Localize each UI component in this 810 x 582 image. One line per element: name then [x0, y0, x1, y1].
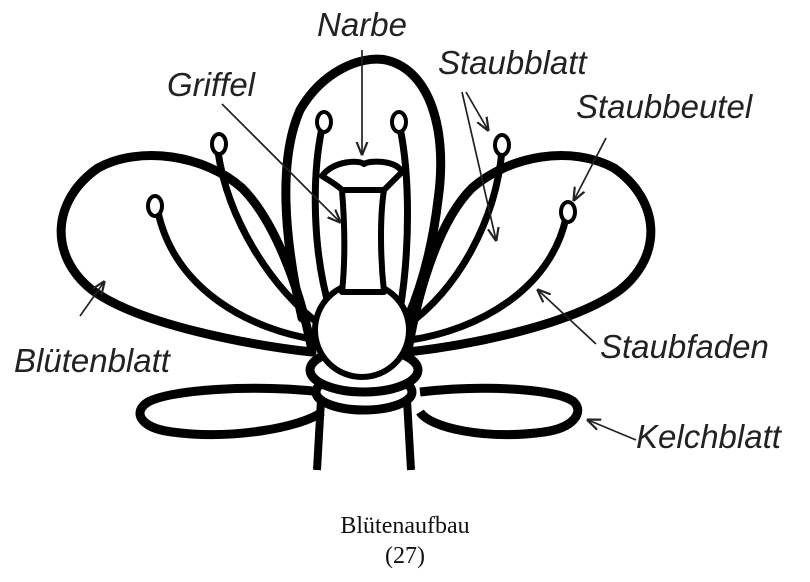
stigma — [322, 162, 402, 190]
label-staubfaden: Staubfaden — [600, 328, 769, 365]
sepal-left — [140, 388, 322, 434]
label-bluetenblatt: Blütenblatt — [14, 342, 172, 379]
pointer-staubfaden — [538, 290, 596, 344]
label-griffel: Griffel — [167, 66, 257, 103]
figure-number: (27) — [0, 542, 810, 570]
label-staubblatt: Staubblatt — [438, 44, 588, 81]
flower-diagram: Narbe Griffel Staubblatt Staubbeutel Blü… — [0, 0, 810, 510]
style — [342, 190, 384, 292]
ovary — [315, 283, 409, 377]
label-kelchblatt: Kelchblatt — [636, 418, 783, 455]
filament — [315, 128, 330, 310]
anther — [212, 134, 226, 154]
figure-caption: Blütenaufbau — [0, 512, 810, 540]
anther — [148, 196, 162, 216]
anther — [495, 135, 509, 155]
sepal-right — [420, 388, 578, 434]
pointer-kelchblatt — [588, 420, 636, 440]
pointer-staubbeutel — [574, 138, 606, 200]
label-narbe: Narbe — [317, 6, 407, 43]
anther — [392, 112, 406, 132]
petal-right — [408, 156, 651, 352]
petal-left — [61, 156, 312, 352]
filament — [400, 128, 408, 310]
pistil — [315, 162, 409, 377]
label-staubbeutel: Staubbeutel — [576, 88, 754, 125]
anther — [317, 112, 331, 132]
anther — [561, 202, 575, 222]
